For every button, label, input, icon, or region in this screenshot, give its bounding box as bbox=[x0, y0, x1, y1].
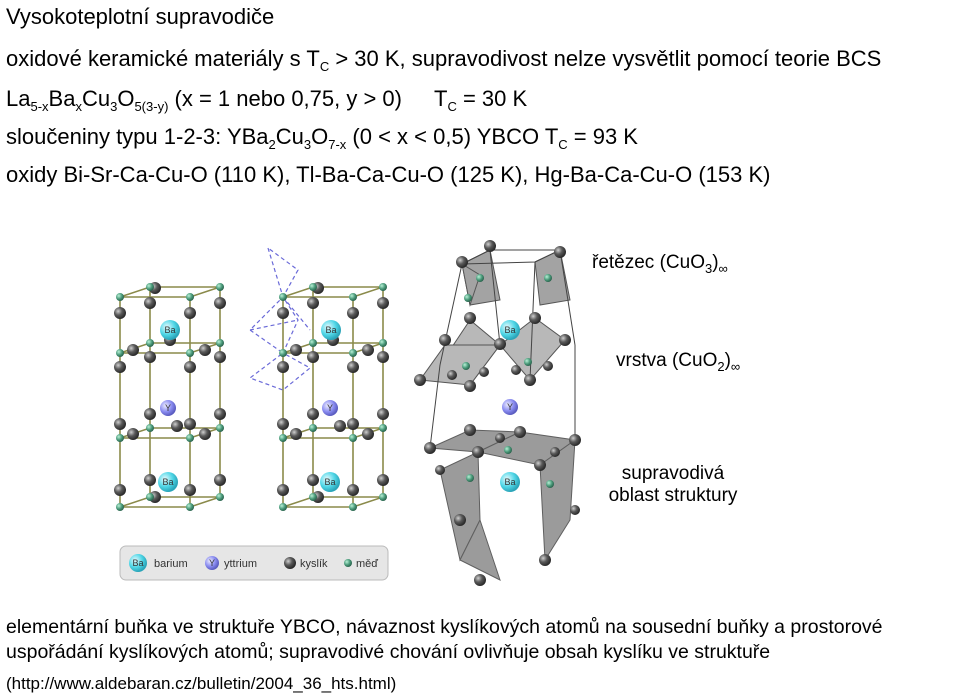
text-part: řetězec (CuO bbox=[592, 252, 705, 273]
subscript: 7-x bbox=[328, 137, 347, 152]
unit-cell-middle: Ba Y Ba bbox=[248, 247, 389, 511]
legend-oxygen: kyslík bbox=[300, 558, 328, 570]
atom-y-label: Y bbox=[165, 403, 171, 413]
subscript: C bbox=[319, 59, 330, 74]
legend-y-symbol: Y bbox=[209, 558, 215, 568]
atom-y-label: Y bbox=[507, 402, 513, 412]
text-part: > 30 K, supravodivost nelze vysvětlit po… bbox=[329, 46, 882, 71]
subscript: C bbox=[558, 137, 568, 152]
text-part: ) bbox=[724, 350, 731, 371]
text-part: T bbox=[434, 86, 448, 111]
subscript: 2 bbox=[717, 359, 725, 374]
unit-cell-left: Ba Y Ba bbox=[114, 282, 226, 511]
legend-copper: měď bbox=[356, 558, 378, 570]
subscript: 5-x bbox=[30, 99, 49, 114]
atom-ba-label: Ba bbox=[162, 477, 173, 487]
legend-barium: barium bbox=[154, 558, 188, 570]
label-layer: vrstva (CuO2)∞ bbox=[616, 350, 741, 374]
text-part: La bbox=[6, 86, 31, 111]
slide-title: Vysokoteplotní supravodiče bbox=[6, 4, 275, 29]
text-line-4: oxidy Bi-Sr-Ca-Cu-O (110 K), Tl-Ba-Ca-Cu… bbox=[6, 162, 771, 187]
text-part: = 93 K bbox=[567, 124, 638, 149]
source-link[interactable]: (http://www.aldebaran.cz/bulletin/2004_3… bbox=[6, 674, 397, 693]
subscript: 5(3-y) bbox=[134, 99, 169, 114]
text-part: oblast struktury bbox=[608, 485, 738, 506]
legend-yttrium: yttrium bbox=[224, 558, 257, 570]
text-part: vrstva (CuO bbox=[616, 350, 718, 371]
subscript: 3 bbox=[303, 137, 312, 152]
text-line-1: oxidové keramické materiály s TC > 30 K,… bbox=[6, 46, 882, 74]
text-part: ) bbox=[712, 252, 719, 273]
atom-ba-label: Ba bbox=[504, 325, 515, 335]
text-part: oxidové keramické materiály s T bbox=[6, 46, 320, 71]
text-part: Cu bbox=[81, 86, 111, 111]
subscript: ∞ bbox=[718, 261, 728, 276]
atom-y-label: Y bbox=[327, 403, 333, 413]
atom-ba-label: Ba bbox=[325, 325, 336, 335]
atom-ba-label: Ba bbox=[324, 477, 335, 487]
subscript: 2 bbox=[268, 137, 276, 152]
text-part: = 30 K bbox=[456, 86, 528, 111]
text-part: Ba bbox=[48, 86, 76, 111]
text-line-3: sloučeniny typu 1-2-3: YBa2Cu3O7-x (0 < … bbox=[6, 124, 638, 152]
text-part: O bbox=[311, 124, 329, 149]
legend-ba-symbol: Ba bbox=[132, 558, 143, 568]
ybco-structure-figure: Ba Y Ba bbox=[114, 240, 581, 586]
subscript: 3 bbox=[110, 99, 118, 114]
label-chain: řetězec (CuO3)∞ bbox=[592, 252, 728, 276]
text-part: supravodivá bbox=[621, 463, 725, 484]
text-part: sloučeniny typu 1-2-3: YBa bbox=[6, 124, 269, 149]
label-superconducting-region: supravodivá oblast struktury bbox=[598, 463, 748, 507]
caption-line-2: uspořádání kyslíkových atomů; supravodiv… bbox=[6, 641, 771, 663]
text-line-2: La5-xBaxCu3O5(3-y) (x = 1 nebo 0,75, y >… bbox=[6, 86, 528, 114]
subscript: x bbox=[75, 99, 82, 114]
text-part: O bbox=[117, 86, 135, 111]
text-part: Cu bbox=[275, 124, 304, 149]
atom-ba-label: Ba bbox=[164, 325, 175, 335]
text-part: (0 < x < 0,5) YBCO T bbox=[346, 124, 559, 149]
atom-legend: Ba barium Y yttrium kyslík měď bbox=[119, 545, 389, 581]
text-part: (x = 1 nebo 0,75, y > 0) bbox=[168, 86, 402, 111]
subscript: 3 bbox=[704, 261, 713, 276]
caption-line-1: elementární buňka ve struktuře YBCO, náv… bbox=[6, 616, 883, 638]
atom-ba-label: Ba bbox=[504, 477, 515, 487]
subscript: ∞ bbox=[730, 359, 741, 374]
subscript: C bbox=[447, 99, 457, 114]
polyhedral-structure: Ba Y Ba bbox=[414, 240, 581, 586]
